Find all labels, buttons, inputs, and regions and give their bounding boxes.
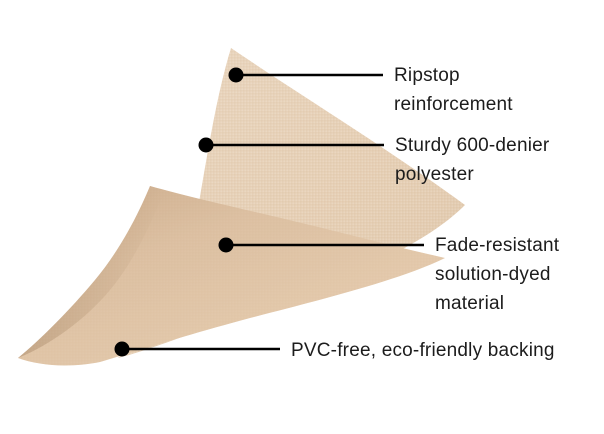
callout-leaders: [122, 73, 424, 351]
callout-dot-ripstop: [228, 67, 244, 83]
callout-label-polyester: Sturdy 600-denier polyester: [395, 131, 549, 189]
callout-label-line: solution-dyed: [435, 264, 551, 285]
callout-dot-fade: [218, 237, 234, 253]
callout-label-backing: PVC-free, eco-friendly backing: [291, 336, 555, 365]
callout-label-line: material: [435, 293, 505, 314]
fabric-back-texture: [18, 186, 445, 366]
callout-label-line: polyester: [395, 164, 474, 185]
callout-label-line: reinforcement: [394, 94, 513, 115]
callout-dot-backing: [114, 341, 130, 357]
callout-label-line: PVC-free, eco-friendly backing: [291, 340, 555, 361]
callout-dots: [114, 67, 244, 357]
callout-label-line: Fade-resistant: [435, 235, 560, 256]
callout-label-line: Sturdy 600-denier: [395, 135, 550, 156]
callout-dot-polyester: [198, 137, 214, 153]
callout-label-ripstop: Ripstop reinforcement: [394, 61, 513, 119]
callout-label-fade-resistant: Fade-resistant solution-dyed material: [435, 231, 559, 318]
callout-label-line: Ripstop: [394, 65, 460, 86]
